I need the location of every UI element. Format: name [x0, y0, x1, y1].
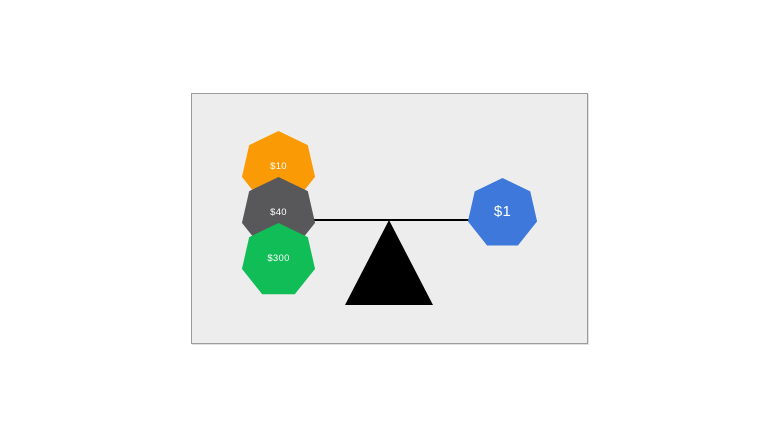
balance-beam	[312, 219, 470, 221]
weight-heptagon-1: $1	[467, 178, 538, 246]
weight-label-300: $300	[267, 253, 290, 265]
weight-label-40: $40	[270, 207, 287, 219]
weight-label-10: $10	[270, 161, 287, 173]
fulcrum-triangle	[345, 220, 433, 305]
drawing-canvas: $10 $40 $300 $1	[191, 93, 588, 344]
weight-heptagon-300: $300	[241, 223, 316, 295]
weight-label-1: $1	[493, 203, 512, 221]
